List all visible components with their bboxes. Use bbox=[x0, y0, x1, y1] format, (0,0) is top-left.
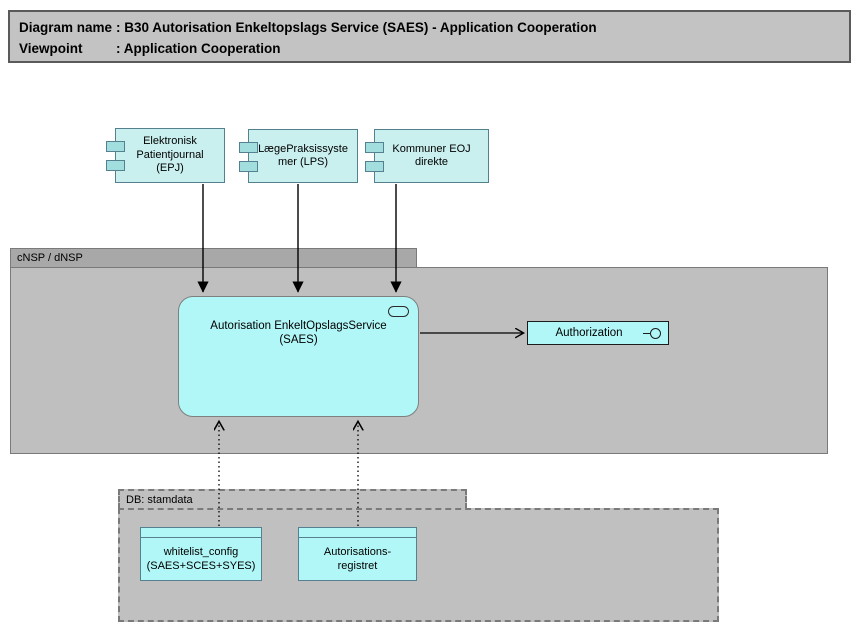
component-epj: Elektronisk Patientjournal (EPJ) bbox=[106, 128, 225, 183]
dataobject-whitelist-config: whitelist_config (SAES+SCES+SYES) bbox=[140, 527, 262, 581]
dataobject-band bbox=[299, 528, 416, 538]
component-port-icon bbox=[239, 161, 258, 172]
interface-authorization: Authorization bbox=[527, 321, 669, 345]
dataobject-autorisationsregistret: Autorisations- registret bbox=[298, 527, 417, 581]
component-epj-label: Elektronisk Patientjournal (EPJ) bbox=[136, 135, 204, 175]
dataobject-autorisationsregistret-label: Autorisations- registret bbox=[323, 546, 392, 572]
component-port-icon bbox=[106, 160, 125, 171]
group-db-tab: DB: stamdata bbox=[118, 489, 467, 509]
viewpoint-value: : Application Cooperation bbox=[116, 41, 281, 56]
oval-service-icon bbox=[388, 306, 409, 317]
service-saes-label: Autorisation EnkeltOpslagsService (SAES) bbox=[210, 320, 387, 346]
dataobject-band bbox=[141, 528, 261, 538]
lollipop-interface-icon bbox=[643, 328, 661, 339]
dataobject-whitelist-config-label: whitelist_config (SAES+SCES+SYES) bbox=[146, 546, 256, 572]
component-port-icon bbox=[365, 161, 384, 172]
component-kommuner-eoj-label: Kommuner EOJ direkte bbox=[392, 142, 471, 169]
lollipop-stem bbox=[643, 333, 650, 334]
group-cnsp-body bbox=[10, 267, 828, 454]
service-saes: Autorisation EnkeltOpslagsService (SAES) bbox=[178, 296, 419, 417]
component-port-icon bbox=[365, 142, 384, 153]
component-port-icon bbox=[239, 142, 258, 153]
component-kommuner-eoj: Kommuner EOJ direkte bbox=[365, 129, 489, 183]
diagram-title-box: Diagram name : B30 Autorisation Enkeltop… bbox=[8, 10, 851, 63]
viewpoint-label: Viewpoint bbox=[19, 41, 83, 56]
lollipop-ball bbox=[650, 328, 661, 339]
group-cnsp-label: cNSP / dNSP bbox=[17, 252, 83, 264]
interface-authorization-label: Authorization bbox=[555, 327, 623, 339]
component-lps: LægePraksissyste mer (LPS) bbox=[239, 129, 358, 183]
component-lps-label: LægePraksissyste mer (LPS) bbox=[258, 142, 348, 169]
group-db-label: DB: stamdata bbox=[126, 494, 193, 506]
diagram-name-value: : B30 Autorisation Enkeltopslags Service… bbox=[116, 20, 597, 35]
diagram-name-label: Diagram name bbox=[19, 20, 113, 35]
group-cnsp-tab: cNSP / dNSP bbox=[10, 248, 417, 268]
component-port-icon bbox=[106, 141, 125, 152]
viewpoint-row: Viewpoint : Application Cooperation bbox=[19, 38, 849, 59]
diagram-name-row: Diagram name : B30 Autorisation Enkeltop… bbox=[19, 17, 849, 38]
